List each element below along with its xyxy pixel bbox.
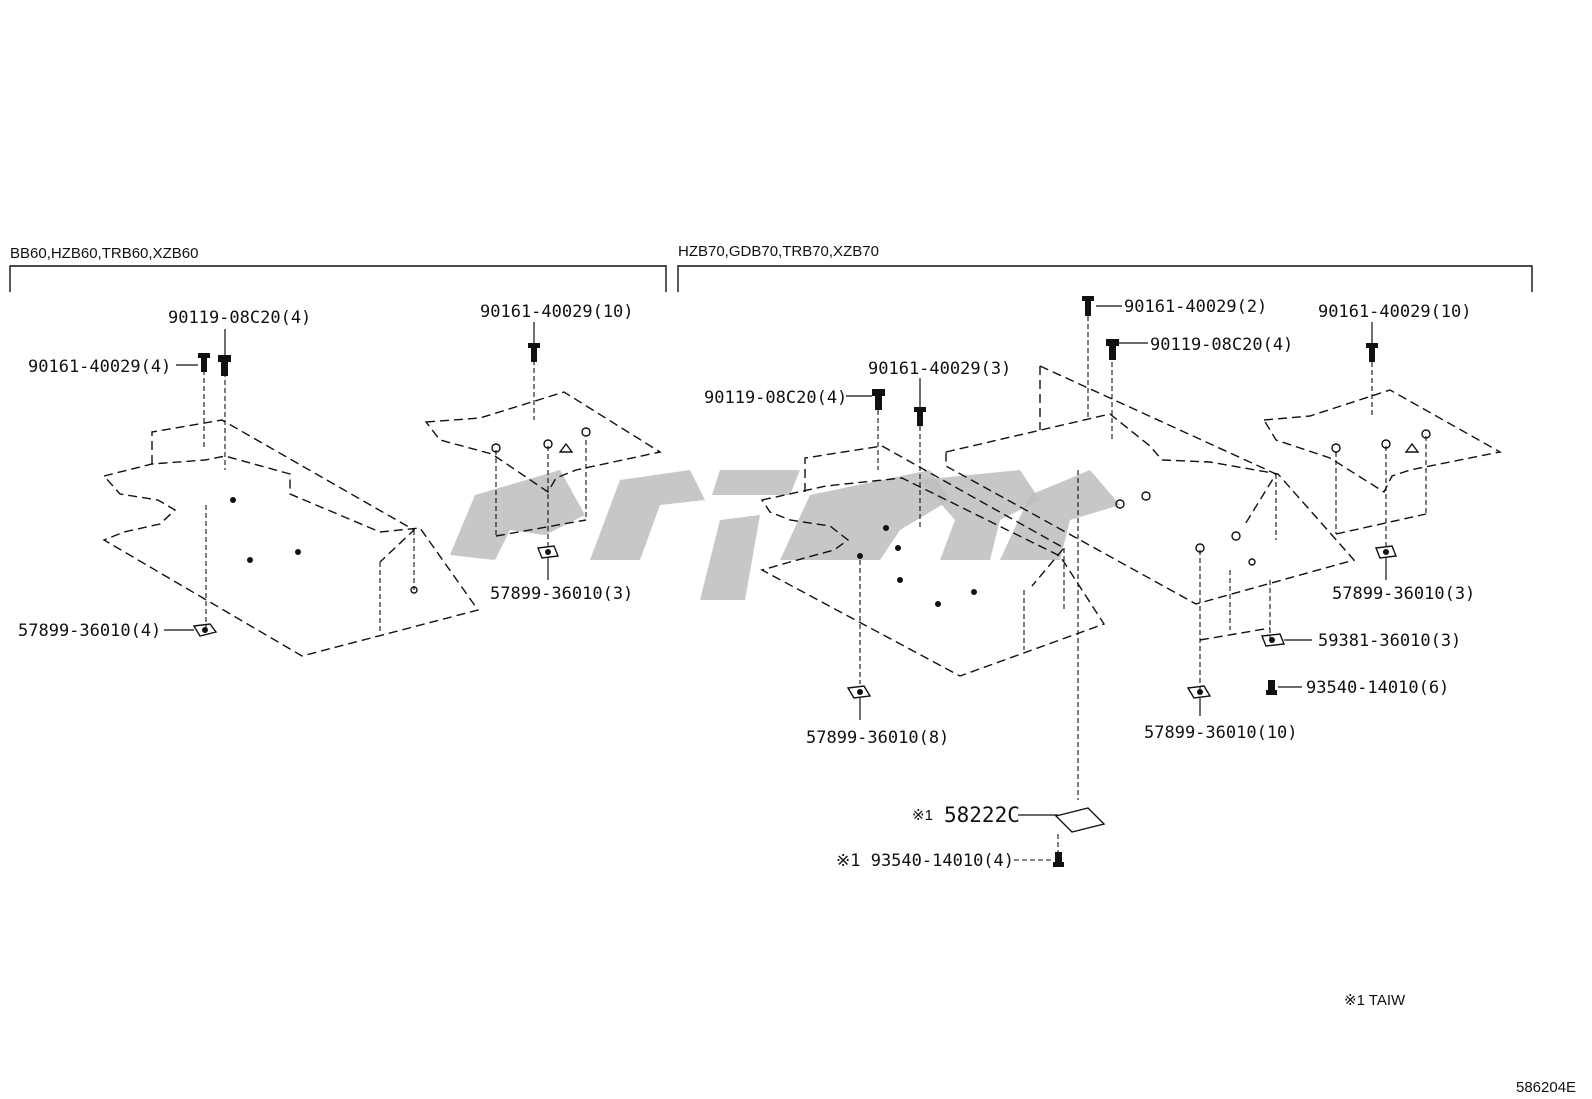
label-59381-36010-3: 59381-36010(3) — [1318, 631, 1461, 651]
figure-id: 586204E — [1516, 1079, 1576, 1096]
label-57899-36010-10: 57899-36010(10) — [1144, 723, 1298, 743]
cover-screw-icon — [1053, 852, 1064, 867]
right-front-panel — [760, 410, 1106, 684]
clip-icon — [1261, 633, 1285, 647]
right-rear-nut-icon — [1375, 545, 1397, 559]
label-90161-40029-10-right: 90161-40029(10) — [1318, 302, 1472, 322]
left-nut-icon — [192, 623, 218, 637]
label-57899-36010-3-right: 57899-36010(3) — [1332, 584, 1475, 604]
label-57899-36010-4: 57899-36010(4) — [18, 621, 161, 641]
cover-plate-icon — [1054, 807, 1106, 852]
label-90161-40029-2: 90161-40029(2) — [1124, 297, 1267, 317]
label-90119-08C20-left: 90119-08C20(4) — [168, 308, 311, 328]
right-front-screw-icon — [914, 407, 926, 426]
right-center-nut-icon — [1186, 685, 1212, 699]
label-90119-08C20-right-top: 90119-08C20(4) — [1150, 335, 1293, 355]
right-group-title: HZB70,GDB70,TRB70,XZB70 — [678, 243, 879, 260]
right-group-bracket — [677, 265, 1533, 292]
label-90119-08C20-right-left: 90119-08C20(4) — [704, 388, 847, 408]
label-90161-40029-10-left: 90161-40029(10) — [480, 302, 634, 322]
clip-screw-icon — [1266, 680, 1277, 695]
label-58222C: 58222C — [944, 803, 1020, 827]
right-front-nut-icon — [846, 685, 872, 699]
left-bolt-icon — [218, 355, 231, 376]
right-center-bolt-icon — [1106, 339, 1119, 360]
left-group-bracket — [9, 265, 667, 292]
right-front-bolt-icon — [872, 389, 885, 410]
label-93540-14010-6: 93540-14010(6) — [1306, 678, 1449, 698]
label-57899-36010-3-left: 57899-36010(3) — [490, 584, 633, 604]
right-rear-screw-icon — [1366, 343, 1378, 362]
left-rear-screw-icon — [528, 343, 540, 362]
left-rear-nut-icon — [537, 545, 559, 559]
left-screw-icon — [198, 353, 210, 372]
right-center-panel — [945, 316, 1356, 800]
left-floor-panel — [102, 370, 480, 657]
label-57899-36010-8: 57899-36010(8) — [806, 728, 949, 748]
right-center-screw-icon — [1082, 296, 1094, 316]
label-93540-14010-4: ※1 93540-14010(4) — [836, 851, 1014, 871]
right-rear-panel — [1262, 354, 1502, 546]
cover-mark: ※1 — [912, 807, 933, 824]
left-group-title: BB60,HZB60,TRB60,XZB60 — [10, 245, 198, 262]
label-90161-40029-4: 90161-40029(4) — [28, 357, 171, 377]
footnote: ※1 TAIW — [1344, 992, 1406, 1009]
label-90161-40029-3: 90161-40029(3) — [868, 359, 1011, 379]
watermark-logo — [450, 470, 1120, 600]
left-rear-panel — [424, 352, 662, 548]
